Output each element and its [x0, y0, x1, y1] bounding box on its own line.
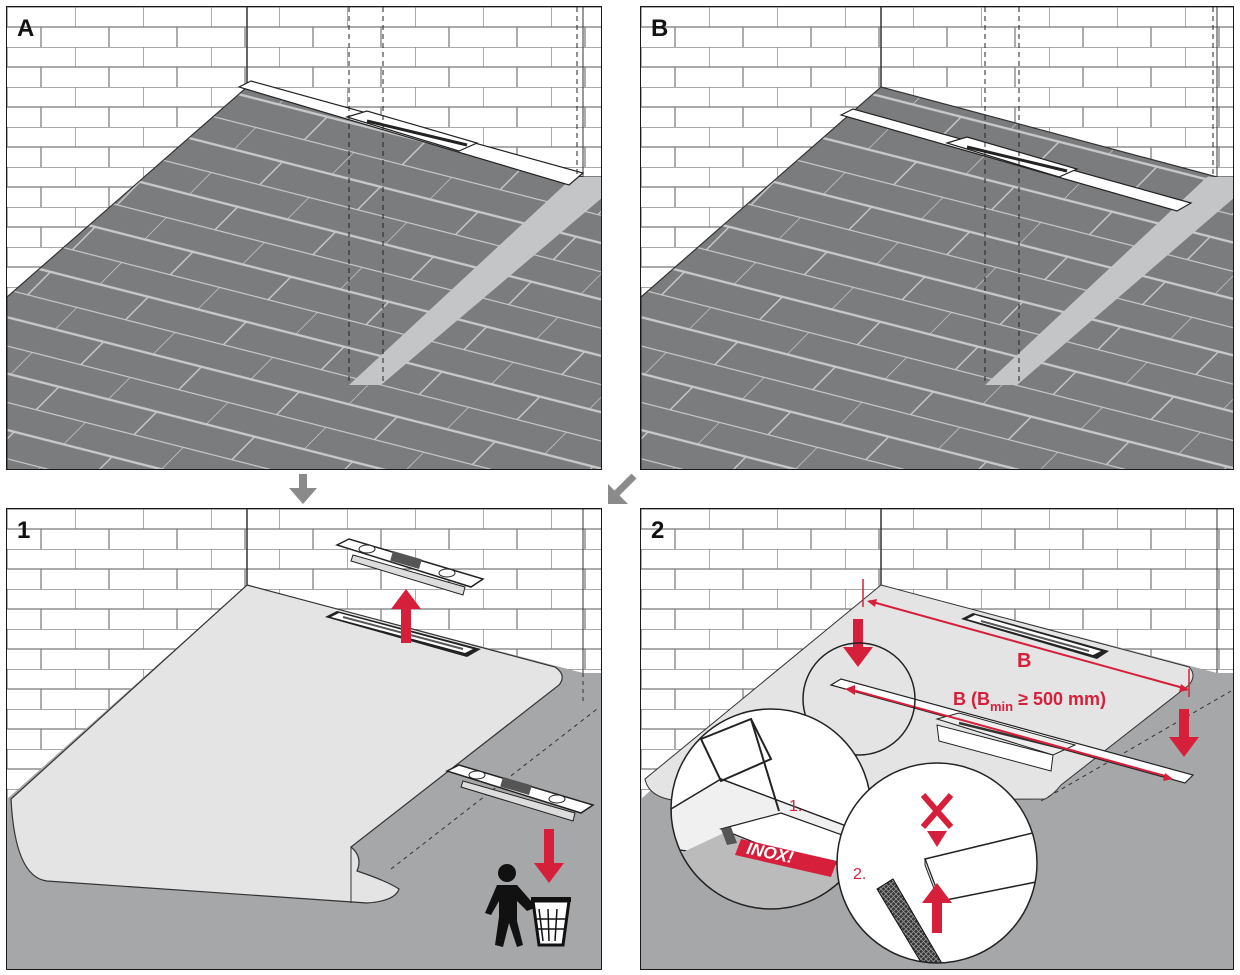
dimension-b-min: B (Bmin ≥ 500 mm): [845, 685, 1173, 781]
file-up-arrow-icon: [922, 883, 952, 933]
panel-step-1-label: 1: [17, 517, 31, 544]
press-down-arrow-left-icon: [843, 619, 873, 667]
zoom-step-1-label: 1.: [789, 798, 802, 815]
no-cut-x-icon: [920, 793, 954, 847]
drain-cover-discarded: [445, 764, 595, 822]
drain-cover-lifted: [335, 538, 485, 596]
arrow-down-icon: [289, 474, 317, 504]
panel-a-illustration: [7, 7, 601, 469]
protective-film: [10, 584, 563, 904]
panel-step-2: B B (Bmin ≥ 500 mm): [640, 508, 1234, 970]
panel-step-2-label: 2: [651, 517, 665, 544]
zoom-step-2-label: 2.: [853, 866, 866, 883]
zoom-detail-2: 2.: [836, 762, 1038, 964]
detail-marker-circle: [802, 642, 916, 756]
zoom-detail-1: 1. INOX!: [670, 708, 872, 910]
panel-a: A: [6, 6, 602, 470]
arrow-diagonal-down-left-icon: [608, 474, 637, 504]
discard-down-arrow-icon: [534, 829, 564, 883]
panel-step-2-illustration: B B (Bmin ≥ 500 mm): [641, 509, 1233, 969]
panel-b-label: B: [651, 15, 669, 42]
panel-step-1: 1: [6, 508, 602, 970]
dispose-in-trash-icon: [485, 864, 571, 947]
lift-up-arrow-icon: [391, 589, 421, 643]
panel-b: B: [640, 6, 1234, 470]
panel-b-illustration: [641, 7, 1233, 469]
cover-strip: [829, 678, 1195, 784]
press-down-arrow-right-icon: [1169, 709, 1199, 757]
panel-step-1-illustration: [7, 509, 601, 969]
dimension-b-min-label: B (Bmin ≥ 500 mm): [953, 689, 1106, 714]
drain-cover: [961, 613, 1109, 659]
dimension-b: B: [862, 579, 1190, 697]
panel-a-label: A: [17, 15, 35, 42]
dimension-b-label: B: [1017, 650, 1031, 672]
